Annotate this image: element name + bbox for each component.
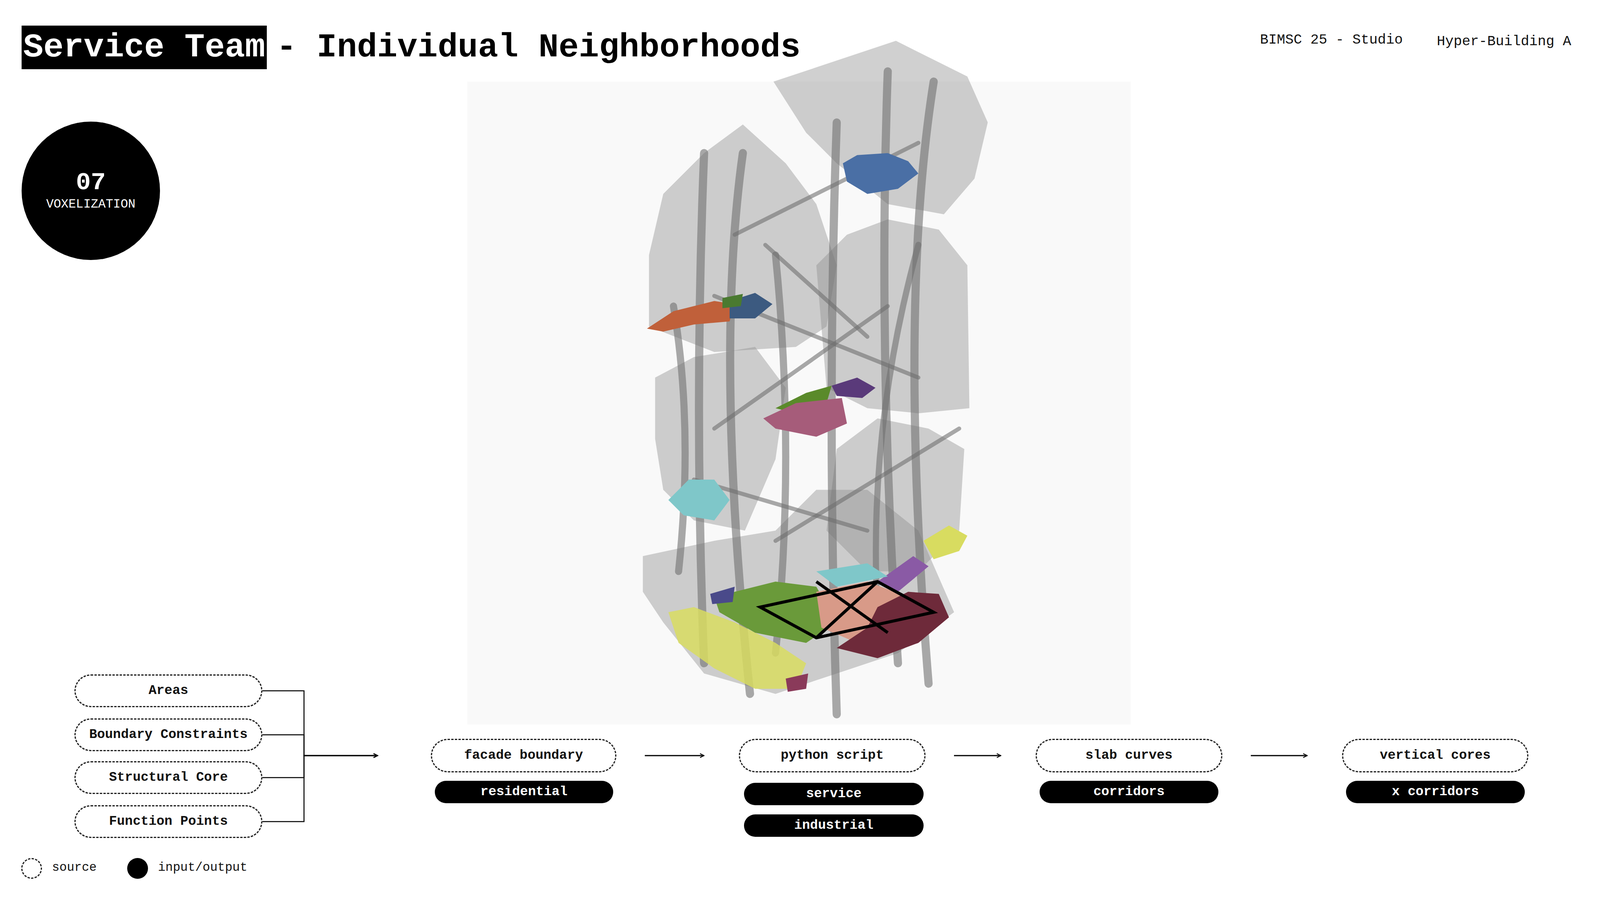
source-pill: Areas: [74, 674, 263, 708]
voxel-patch: [923, 525, 968, 560]
pill-label: service: [806, 786, 862, 802]
voxel-patch: [842, 153, 919, 194]
source-pill: Boundary Constraints: [74, 718, 263, 752]
step-name: VOXELIZATION: [46, 196, 136, 213]
voxel-patch: [668, 479, 730, 521]
source-pill: slab curves: [1035, 738, 1223, 773]
neighborhood-volume: [655, 346, 786, 531]
legend-swatch-dashed: [21, 858, 42, 879]
corridor-tube: [734, 142, 919, 235]
page-title: - Individual Neighborhoods: [276, 25, 801, 70]
neighborhood-volume: [816, 219, 970, 414]
flow-arrow: [262, 734, 378, 756]
title-highlight: Service Team: [21, 25, 267, 70]
pill-label: Boundary Constraints: [89, 726, 248, 743]
course-label: BIMSC 25 - Studio: [1260, 32, 1403, 48]
flow-arrow: [262, 690, 378, 756]
output-pill: x corridors: [1346, 780, 1525, 804]
pill-label: vertical cores: [1379, 747, 1491, 764]
output-pill: service: [744, 782, 924, 806]
voxel-patch: [710, 586, 735, 604]
output-pill: residential: [434, 780, 614, 804]
legend-label: source: [52, 860, 97, 875]
voxel-patch: [722, 294, 743, 309]
source-pill: Function Points: [74, 805, 263, 838]
source-pill: Structural Core: [74, 761, 263, 794]
pill-label: Areas: [148, 682, 188, 699]
pill-label: residential: [480, 784, 568, 800]
legend-swatch: [127, 858, 148, 879]
core-tube: [673, 306, 686, 572]
pill-label: corridors: [1093, 784, 1165, 800]
legend-label: input/output: [158, 860, 248, 875]
neighborhood-volume: [773, 40, 988, 215]
project-label: Hyper-Building A: [1436, 33, 1572, 50]
core-outline: [816, 581, 878, 638]
step-number: 07: [76, 169, 106, 197]
voxel-patch: [646, 301, 735, 332]
core-outline: [760, 581, 934, 638]
pill-label: x corridors: [1392, 784, 1480, 800]
core-outline: [816, 581, 888, 633]
pill-label: Structural Core: [108, 769, 228, 786]
flow-arrow: [262, 755, 378, 778]
voxel-patch: [763, 398, 847, 437]
pill-label: python script: [780, 747, 884, 764]
output-pill: corridors: [1039, 780, 1219, 804]
core-tube: [698, 153, 704, 664]
output-pill: industrial: [744, 814, 924, 837]
step-badge: 07VOXELIZATION: [21, 121, 160, 260]
pill-label: Function Points: [108, 813, 228, 830]
corridor-tube: [775, 428, 960, 541]
pill-label: industrial: [794, 817, 874, 834]
pill-label: facade boundary: [464, 747, 583, 764]
flow-arrow: [1250, 755, 1308, 757]
flow-arrow: [954, 755, 1001, 757]
source-pill: vertical cores: [1342, 738, 1529, 773]
corridor-tube: [765, 244, 868, 337]
flow-arrow: [262, 755, 378, 822]
source-pill: facade boundary: [430, 738, 617, 773]
flow-arrow: [644, 755, 704, 757]
pill-label: slab curves: [1085, 747, 1173, 764]
neighborhood-volume: [642, 489, 954, 694]
voxel-patch: [785, 673, 808, 692]
voxel-patch: [831, 377, 876, 398]
source-pill: python script: [738, 738, 926, 773]
render-ground: [467, 81, 1131, 725]
